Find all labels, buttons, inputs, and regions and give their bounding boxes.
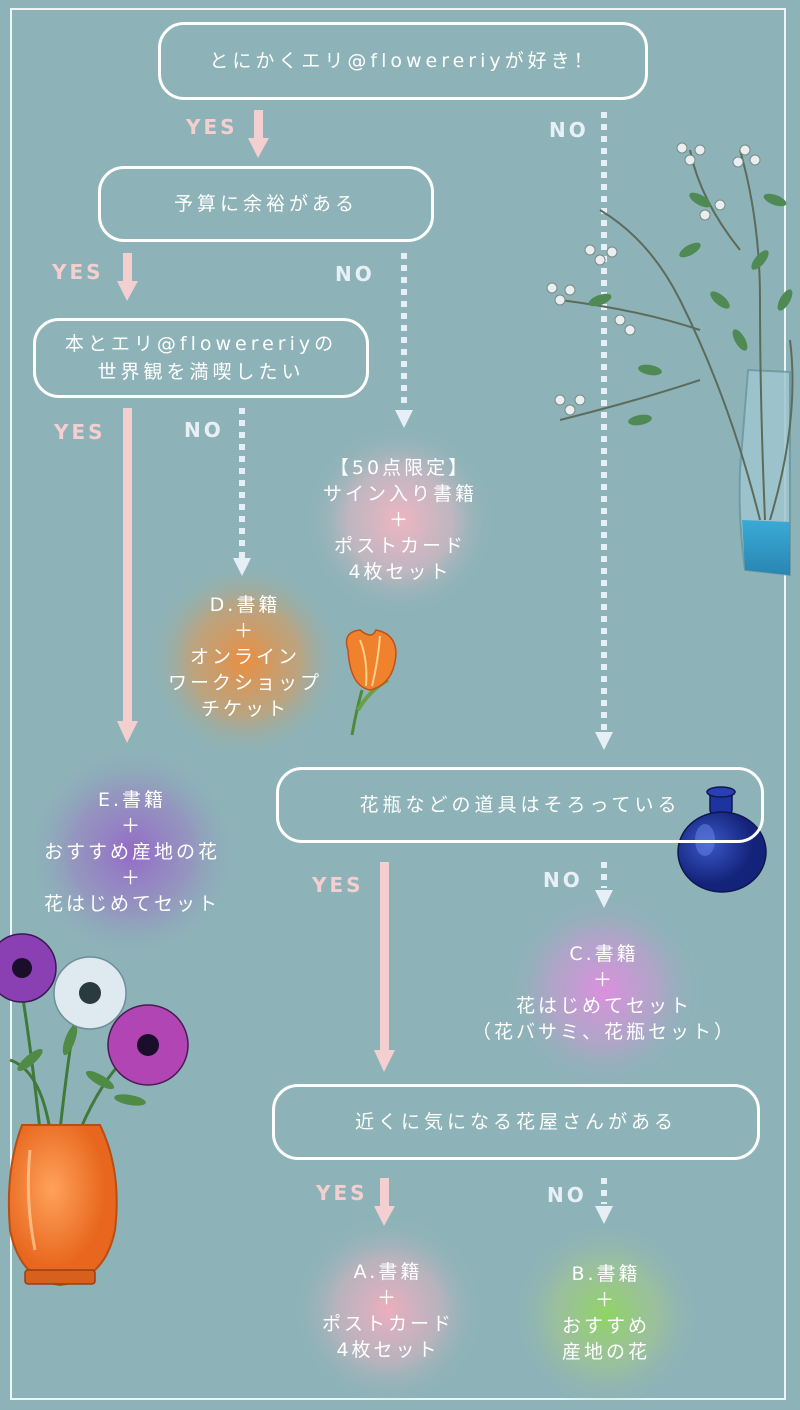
flower-branch-vase-illustration: [546, 142, 794, 577]
no-arrows: [239, 112, 607, 1204]
arrow-q3-yes: [123, 408, 132, 723]
glow-signed: [305, 425, 495, 615]
question-love-eri: とにかくエリ@flowereriyが好き！: [158, 22, 648, 100]
arrow-q4-yes: [380, 862, 389, 1052]
anemone-bouquet-illustration: [0, 933, 189, 1287]
glow-a: [293, 1215, 483, 1405]
glow-d: [145, 560, 345, 760]
question-budget: 予算に余裕がある: [98, 166, 434, 242]
question-flower-shop: 近くに気になる花屋さんがある: [272, 1084, 760, 1160]
label-q5-no: NO: [547, 1183, 587, 1207]
glow-b: [511, 1220, 701, 1410]
arrow-q2-yes: [123, 253, 132, 283]
arrow-q5-yes: [380, 1178, 389, 1208]
result-b: B.書籍 ＋ おすすめ 産地の花: [561, 1263, 650, 1363]
arrow-q1-yes: [254, 110, 263, 140]
result-d: D.書籍 ＋ オンライン ワークショップ チケット: [167, 594, 322, 720]
label-q1-yes: YES: [186, 115, 238, 139]
label-q2-no: NO: [335, 262, 375, 286]
label-q4-yes: YES: [312, 873, 364, 897]
result-a: A.書籍 ＋ ポストカード 4枚セット: [321, 1261, 454, 1361]
label-q4-no: NO: [543, 868, 583, 892]
label-q3-yes: YES: [54, 420, 106, 444]
glow-e: [22, 742, 242, 962]
label-q2-yes: YES: [52, 260, 104, 284]
result-c: C.書籍 ＋ 花はじめてセット （花バサミ、花瓶セット）: [471, 943, 736, 1043]
yes-arrows: [117, 110, 395, 1226]
label-q5-yes: YES: [316, 1181, 368, 1205]
question-enjoy-world: 本とエリ@flowereriyの 世界観を満喫したい: [33, 318, 369, 398]
label-q1-no: NO: [549, 118, 589, 142]
tulip-illustration: [345, 629, 397, 736]
result-signed-book: 【50点限定】 サイン入り書籍 ＋ ポストカード 4枚セット: [322, 457, 477, 583]
question-have-tools: 花瓶などの道具はそろっている: [276, 767, 764, 843]
result-e: E.書籍 ＋ おすすめ産地の花 ＋ 花はじめてセット: [43, 789, 220, 915]
glow-c: [504, 890, 704, 1090]
label-q3-no: NO: [184, 418, 224, 442]
